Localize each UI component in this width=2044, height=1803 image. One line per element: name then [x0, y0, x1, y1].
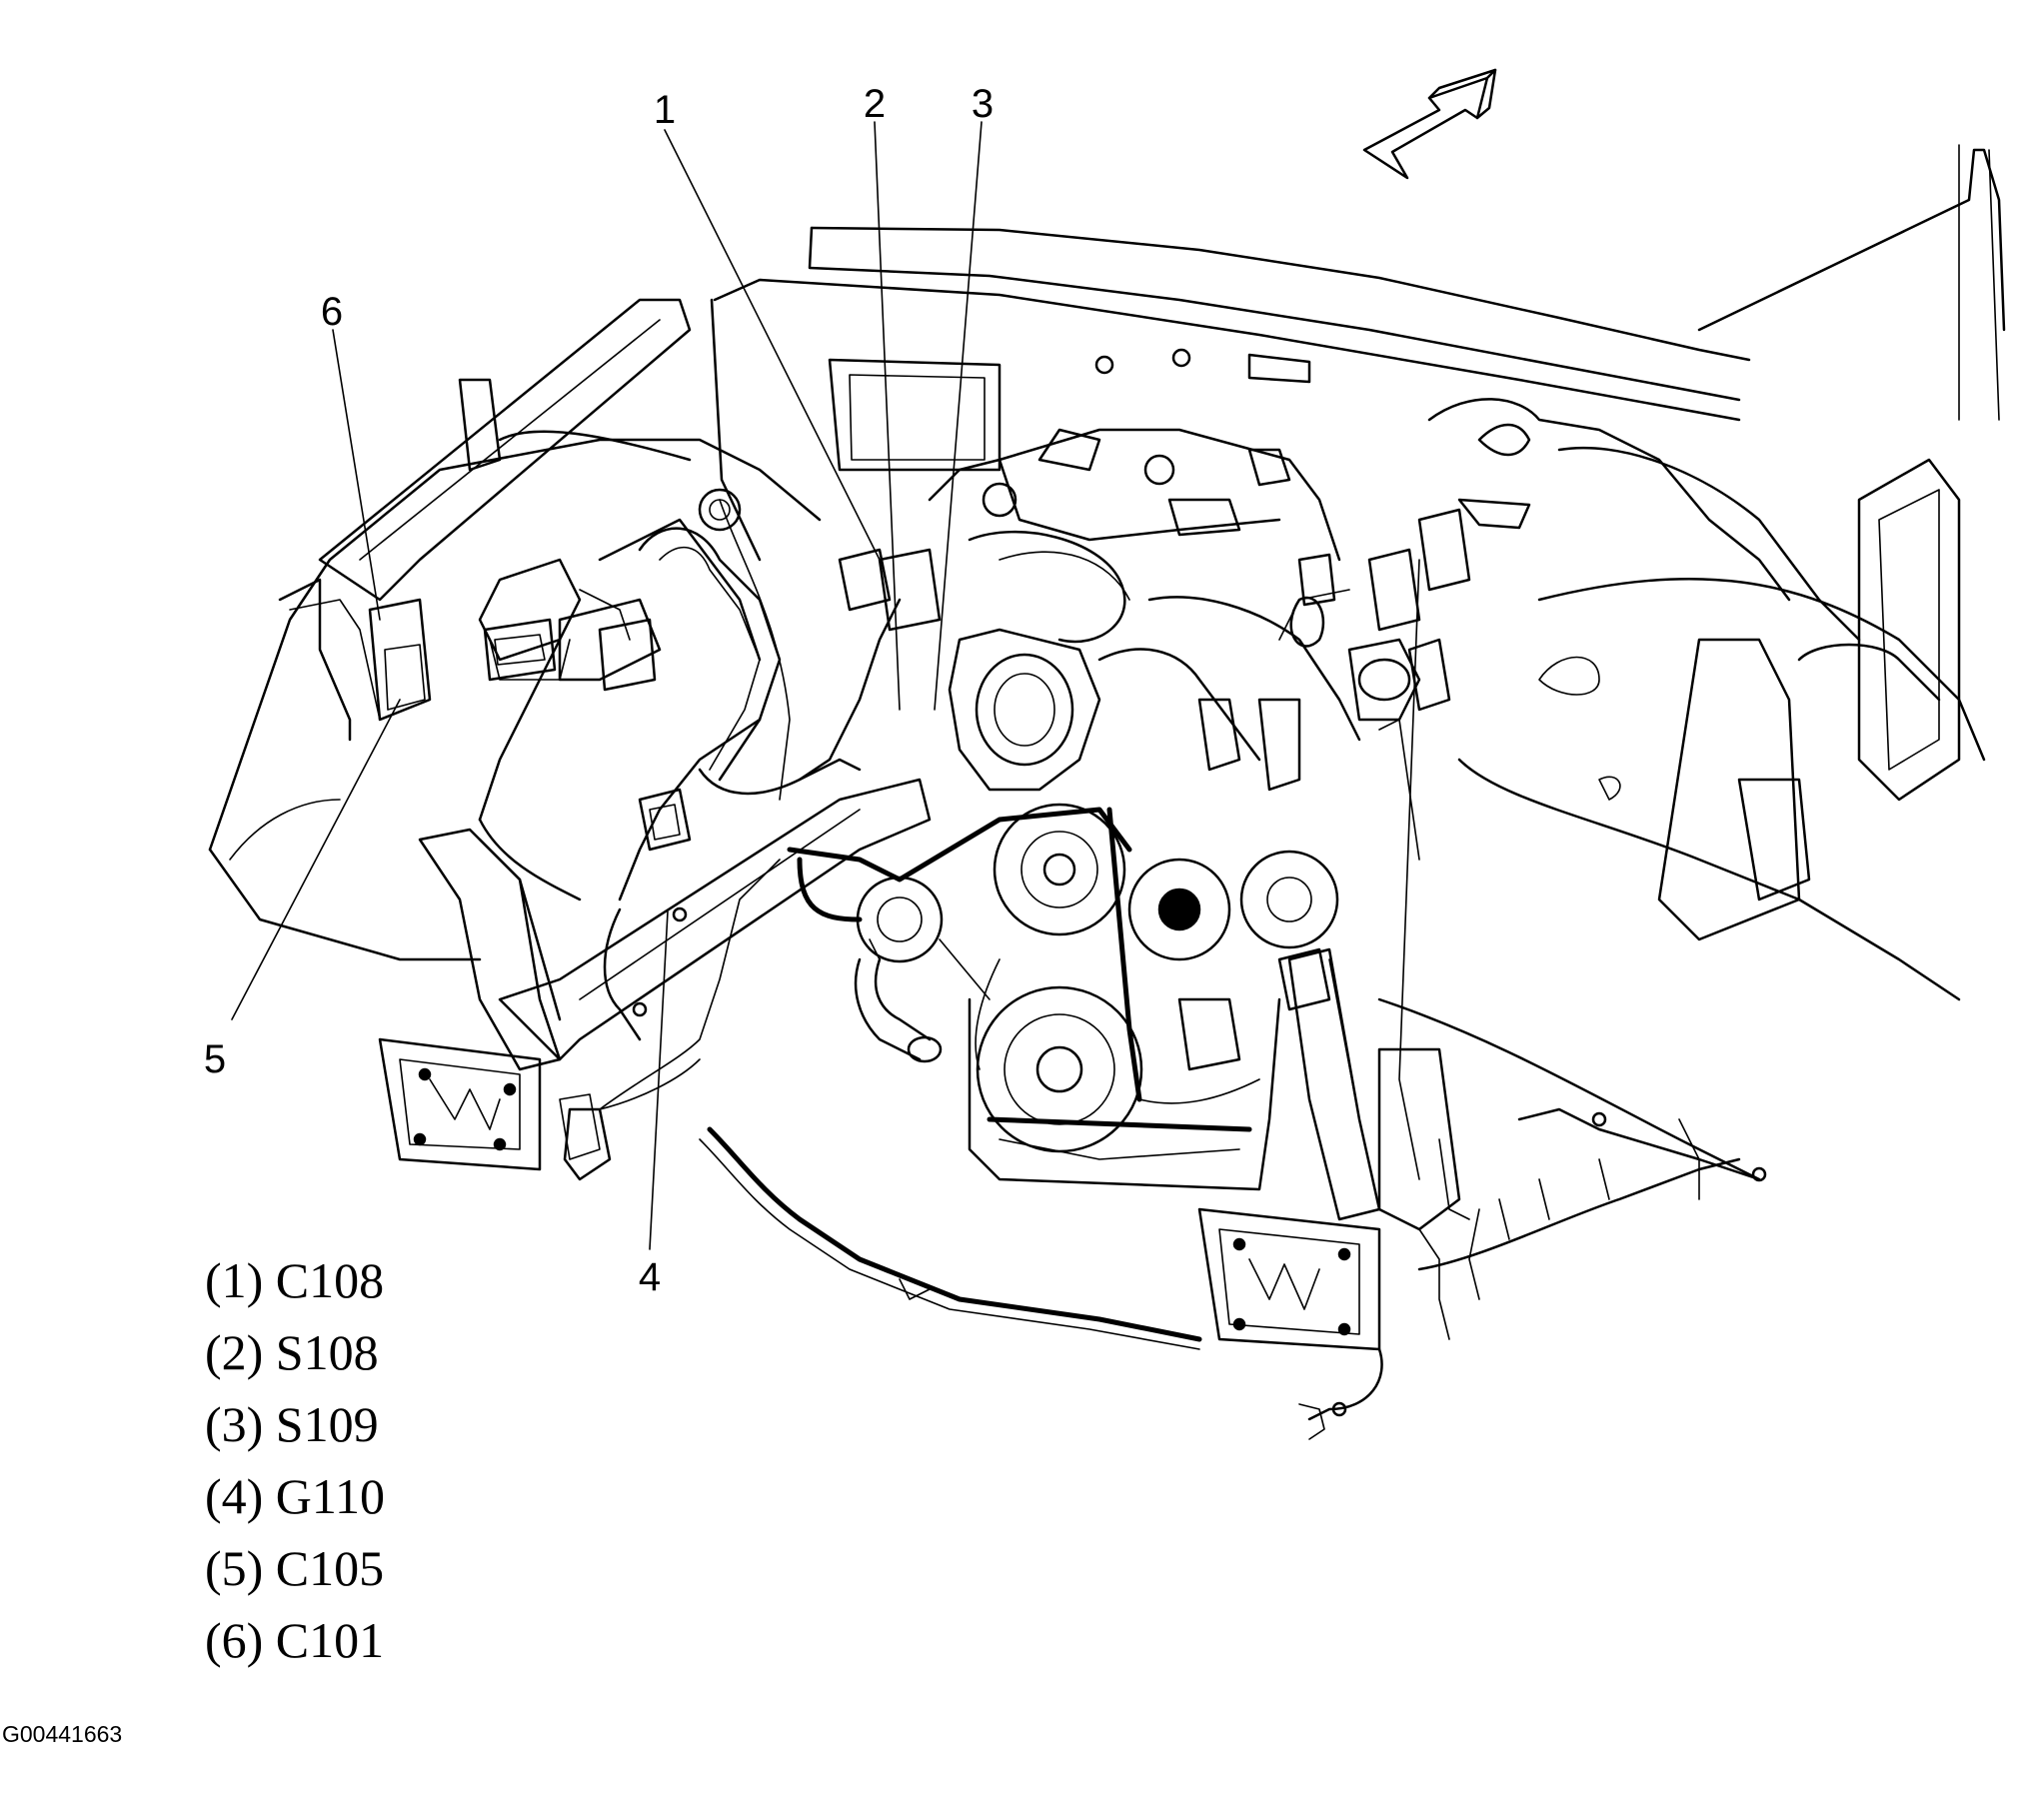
legend: (1) C108 (2) S108 (3) S109 (4) G110 (5) …	[205, 1244, 385, 1676]
legend-item: (4) G110	[205, 1468, 386, 1524]
left-frame-rail	[378, 778, 932, 1181]
callout-number-1: 1	[653, 88, 677, 132]
legend-item: (2) S108	[205, 1324, 379, 1380]
callout-leader-lines	[231, 121, 983, 1250]
callout-number-4: 4	[638, 1255, 662, 1299]
right-fender-structure	[1377, 398, 1986, 1182]
callout-number-6: 6	[320, 290, 344, 334]
leader-line-4	[649, 910, 669, 1250]
legend-item: (1) C108	[205, 1252, 385, 1308]
cowl-panel	[710, 144, 2006, 562]
legend-item: (3) S109	[205, 1396, 379, 1452]
callout-number-2: 2	[863, 82, 887, 126]
left-fender-structure	[208, 298, 822, 961]
leader-line-1	[664, 129, 881, 561]
leader-line-2	[874, 121, 901, 711]
leader-line-6	[332, 329, 381, 621]
front-direction-arrow-icon	[1362, 68, 1497, 180]
callout-number-3: 3	[971, 82, 995, 126]
leader-line-5	[231, 699, 401, 1020]
leader-line-3	[934, 121, 983, 711]
figure-id: G00441663	[2, 1721, 123, 1747]
legend-item: (5) C105	[205, 1540, 385, 1596]
wiring-harness	[368, 508, 1741, 1440]
callout-number-5: 5	[203, 1037, 227, 1081]
legend-item: (6) C101	[205, 1612, 385, 1668]
engine-assembly	[787, 428, 1421, 1191]
